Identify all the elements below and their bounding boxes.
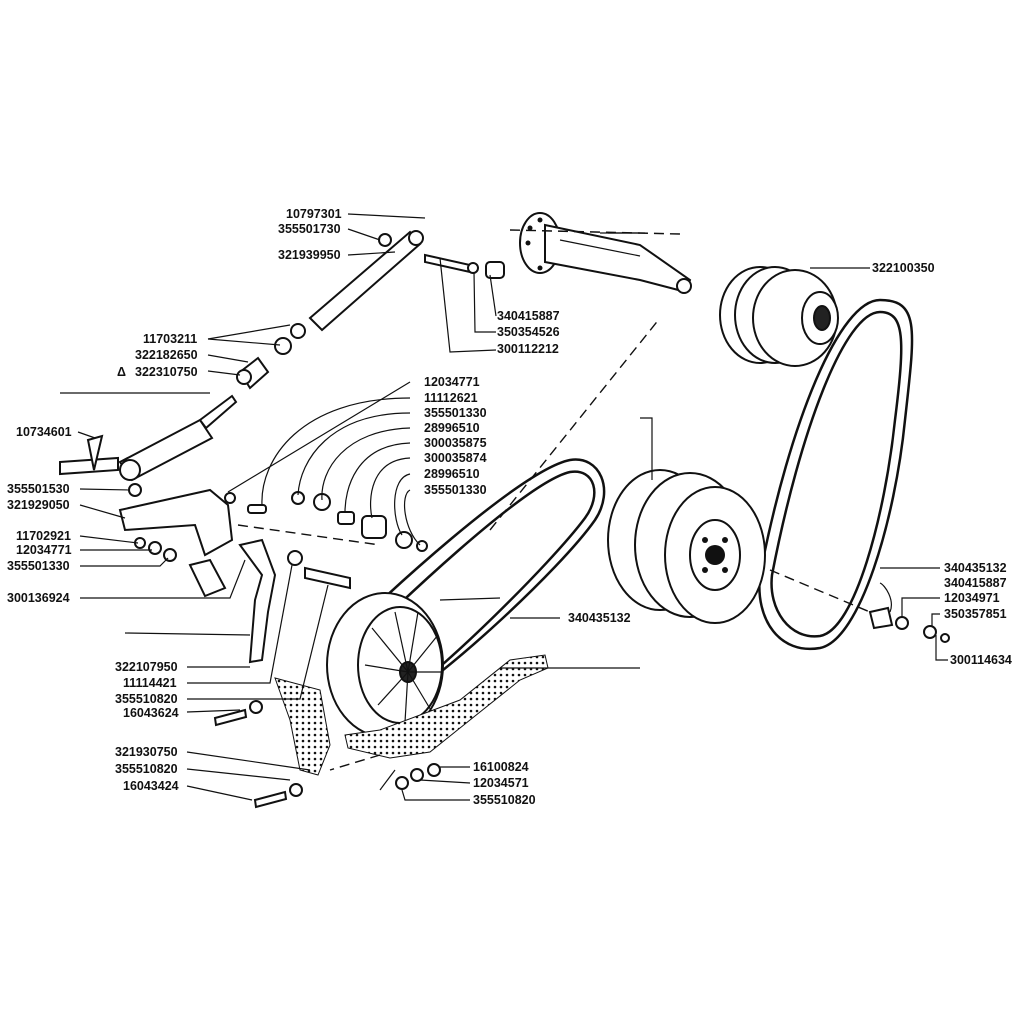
center-hardware (291, 491, 428, 552)
drive-shaft (519, 212, 692, 294)
lever (238, 538, 351, 664)
label-11702921: 11702921 (16, 529, 71, 543)
label-350354526: 350354526 (497, 325, 560, 339)
label-10734601: 10734601 (16, 425, 72, 439)
center-lines (237, 229, 871, 771)
label-340435132-mid: 340435132 (568, 611, 631, 625)
label-340415887-top: 340415887 (497, 309, 560, 323)
label-12034771-mid: 12034771 (424, 375, 480, 389)
label-355501330-left: 355501330 (7, 559, 70, 573)
label-10797301: 10797301 (286, 207, 342, 221)
label-300114634: 300114634 (950, 653, 1012, 667)
label-300112212: 300112212 (497, 342, 559, 356)
label-322100350: 322100350 (872, 261, 935, 275)
label-355501730: 355501730 (278, 222, 341, 236)
v-belt-middle (339, 458, 606, 702)
label-355501530: 355501530 (7, 482, 70, 496)
label-11703211: 11703211 (143, 332, 197, 346)
label-300035875: 300035875 (424, 436, 487, 450)
cylinder (59, 394, 238, 497)
label-300035874: 300035874 (424, 451, 487, 465)
label-322310750: 322310750 (135, 365, 198, 379)
top-hardware (236, 233, 505, 390)
label-16100824: 16100824 (473, 760, 529, 774)
bracket (118, 488, 267, 598)
leader-lines (60, 213, 948, 801)
label-16043424: 16043424 (123, 779, 179, 793)
label-triangle-mark: Δ (117, 365, 126, 379)
label-12034771-left: 12034771 (16, 543, 72, 557)
label-321929050: 321929050 (7, 498, 70, 512)
label-321930750: 321930750 (115, 745, 178, 759)
label-350357851: 350357851 (944, 607, 1007, 621)
label-12034571: 12034571 (473, 776, 529, 790)
label-340415887-right: 340415887 (944, 576, 1007, 590)
double-pulley (607, 469, 766, 624)
clutch-pulley (719, 266, 839, 367)
belt-guard (274, 654, 549, 776)
label-355510820-b: 355510820 (115, 762, 178, 776)
label-322107950: 322107950 (115, 660, 178, 674)
label-355510820-a: 355510820 (115, 692, 178, 706)
bottom-hardware (213, 606, 950, 809)
label-340435132-right: 340435132 (944, 561, 1007, 575)
label-300136924: 300136924 (7, 591, 70, 605)
label-28996510-b: 28996510 (424, 467, 480, 481)
label-321939950: 321939950 (278, 248, 341, 262)
label-355510820-c: 355510820 (473, 793, 536, 807)
part-labels: 10797301 355501730 321939950 11703211 32… (7, 207, 1012, 807)
label-16043624: 16043624 (123, 706, 179, 720)
label-355501330-mid-a: 355501330 (424, 406, 487, 420)
label-28996510-a: 28996510 (424, 421, 480, 435)
label-11112621: 11112621 (424, 391, 478, 405)
label-322182650: 322182650 (135, 348, 198, 362)
v-belt-right (758, 298, 914, 651)
label-355501330-mid-b: 355501330 (424, 483, 487, 497)
label-11114421: 11114421 (123, 676, 177, 690)
label-12034971: 12034971 (944, 591, 1000, 605)
rod (308, 230, 424, 332)
